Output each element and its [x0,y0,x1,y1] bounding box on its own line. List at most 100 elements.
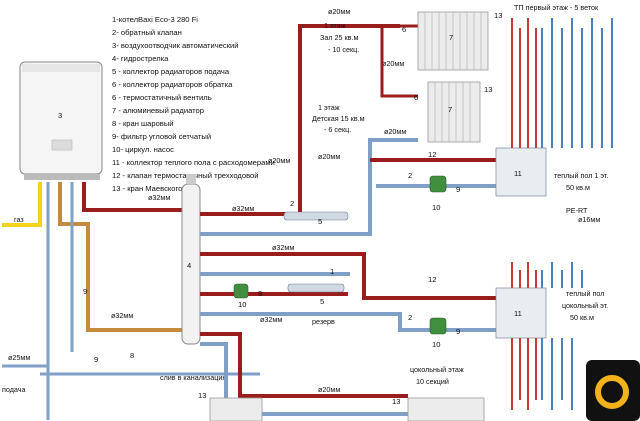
collector-number: 1 [330,267,334,276]
floor1-label: 50 кв.м [566,183,590,192]
pipe-size-label: ø20мм [318,385,340,394]
floor-collector [495,287,547,339]
legend-item: 12 - клапан термостатичный трехходовой [112,171,259,180]
legend-item: 6 - термостатичный вентиль [112,93,212,102]
logo [586,360,640,421]
legend-item: 3- воздухоотводчик автоматический [112,41,239,50]
pipe-size-label: ø32мм [111,311,133,320]
floor-loop-supply [511,338,537,410]
radiator-number: 7 [448,105,452,114]
pipe-size-label: ø16мм [578,215,600,224]
pipe-size-label: ø25мм [8,353,30,362]
filter-number: 9 [456,185,460,194]
collector-number: 11 [514,169,522,178]
basement-label: 10 секций [416,377,449,386]
floor-loop-supply [511,18,537,148]
pipe-size-label: ø20мм [268,156,290,165]
boiler-return-pipe [58,182,192,332]
basement-floor-label: теплый пол [566,289,604,298]
gas-label: газ [14,215,24,224]
radiator-collector [283,211,349,221]
room2-line: - 6 секц. [324,125,351,134]
collector-number: 5 [318,217,322,226]
pipe-size-label: ø32мм [272,243,294,252]
boiler [19,61,103,180]
floor-loop-supply [511,262,537,288]
room1-line: Зал 25 кв.м [320,33,358,42]
pipe-size-label: ø20мм [318,152,340,161]
valve-number: 8 [130,351,134,360]
floor-loop-return [541,18,613,148]
radiator [427,81,481,143]
pert-label: PE-RT [566,206,588,215]
legend: 1-котелBaxi Eco-3 280 Fi 2- обратный кла… [112,15,275,193]
pipe-size-label: ø32мм [232,204,254,213]
valve-number: 2 [408,171,412,180]
legend-item: 9- фильтр угловой сетчатый [112,132,211,141]
valve-number: 6 [402,25,406,34]
filter-number: 9 [456,327,460,336]
legend-item: 13 - кран Маевского [112,184,182,193]
pump-number: 10 [432,340,440,349]
valve-number: 12 [428,150,436,159]
floor1-label: теплый пол 1 эт. [554,171,608,180]
radiator-pipe [380,24,418,98]
supply-label: подача [2,385,26,394]
filter-number: 9 [94,355,98,364]
basement-floor-label: цокольный эт. [562,301,608,310]
pipe-size-label: ø32мм [260,315,282,324]
circulation-pump [233,283,249,299]
legend-item: 11 - коллектор теплого пола с расходомер… [112,158,275,167]
radiator [209,397,485,421]
boiler-number: 3 [58,111,62,120]
basement-label: цокольный этаж [410,365,464,374]
legend-item: 4- гидрострелка [112,54,169,63]
basement-floor-label: 50 кв.м [570,313,594,322]
pipe-size-label: ø20мм [382,59,404,68]
legend-item: 10- циркул. насос [112,145,174,154]
valve-number: 12 [428,275,436,284]
floor-collector [495,147,547,197]
collector-number: 2 [290,199,294,208]
floor-loop-return [541,338,573,410]
legend-item: 8 - кран шаровый [112,119,174,128]
hydro-number: 4 [187,261,191,270]
circulation-pump [429,317,447,335]
pipe-size-label: ø20мм [384,127,406,136]
mayevsky-number: 13 [494,11,502,20]
hydraulic-separator [181,174,201,345]
basement-floor-return-pipe [200,312,500,332]
basement-floor-supply-pipe [200,252,520,300]
boiler-supply-pipe [82,182,192,212]
legend-item: 1-котелBaxi Eco-3 280 Fi [112,15,198,24]
pump-number: 10 [238,300,246,309]
pipe-size-label: ø32мм [148,193,170,202]
legend-item: 2- обратный клапан [112,28,182,37]
basement-radiator-return [200,342,408,416]
second-collector [287,283,345,293]
radiator-number: 7 [449,33,453,42]
filter-number: 9 [83,287,87,296]
mayevsky-number: 13 [392,397,400,406]
legend-item: 5 - коллектор радиаторов подача [112,67,230,76]
legend-item: 6 - коллектор радиаторов обратка [112,80,233,89]
mayevsky-number: 13 [484,85,492,94]
room2-line: Детская 15 кв.м [312,114,365,123]
room2-line: 1 этаж [318,103,340,112]
radiator-return-pipe [200,138,418,236]
floor-loop-return [541,262,583,288]
basement-radiator-supply [200,332,408,398]
legend-item: 7 - алюминевый радиатор [112,106,204,115]
floor1-title: ТП первый этаж - 5 веток [514,3,599,12]
radiator [417,11,489,71]
collector-number: 5 [320,297,324,306]
mayevsky-number: 13 [198,391,206,400]
filter-number: 9 [258,289,262,298]
radiator-supply-pipe [200,24,400,216]
circulation-pump [429,175,447,193]
collector-number: 11 [514,309,522,318]
gas-pipe [2,182,42,227]
pump-number: 10 [432,203,440,212]
